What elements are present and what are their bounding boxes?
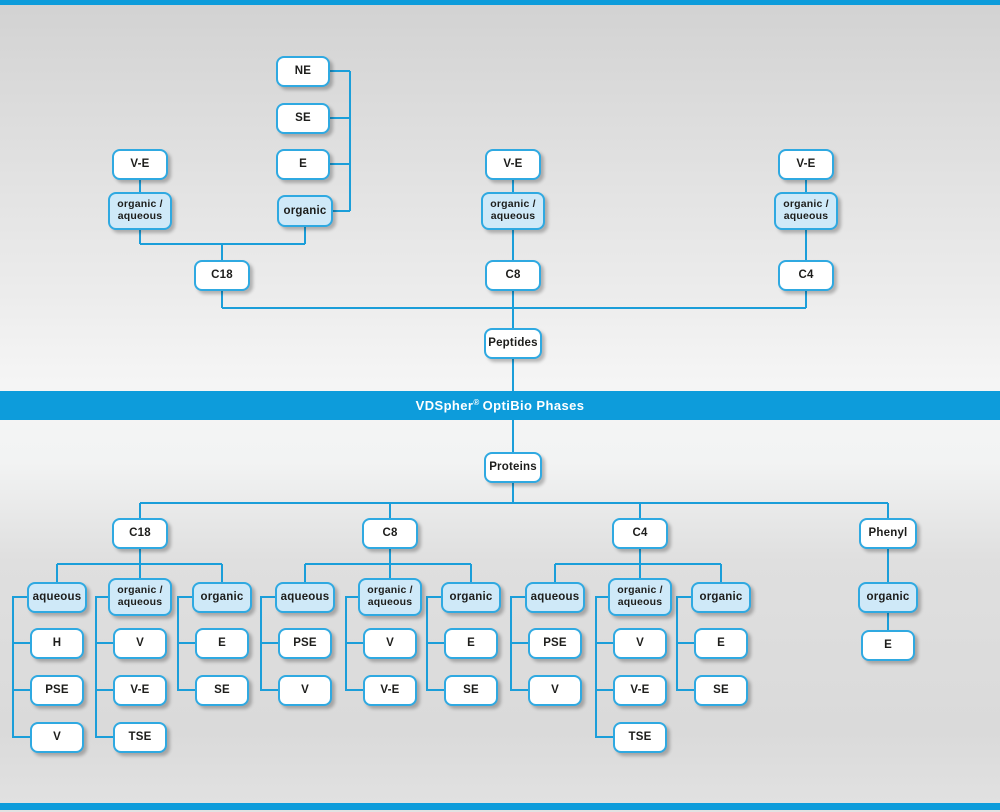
node-se-c4: SE <box>694 674 748 706</box>
node-e-top: E <box>276 148 330 180</box>
node-ve-c4: V-E <box>613 674 667 706</box>
node-v-c18-aq: V <box>30 721 84 753</box>
node-organic-aqueous-right: organic / aqueous <box>774 192 838 230</box>
node-organic-c18: organic <box>192 581 252 613</box>
node-c4-bottom: C4 <box>612 517 668 549</box>
node-ve-right: V-E <box>778 148 834 180</box>
banner-title: VDSpher®OptiBio Phases <box>416 398 585 413</box>
node-organic-aqueous-mid: organic / aqueous <box>481 192 545 230</box>
node-peptides: Peptides <box>484 327 542 359</box>
node-se-c18: SE <box>195 674 249 706</box>
node-v-c8-oa: V <box>363 627 417 659</box>
node-se-c8: SE <box>444 674 498 706</box>
bottom-accent-bar <box>0 803 1000 810</box>
node-ve-mid: V-E <box>485 148 541 180</box>
node-c18-bottom: C18 <box>112 517 168 549</box>
node-h-c18: H <box>30 627 84 659</box>
banner: VDSpher®OptiBio Phases <box>0 391 1000 420</box>
connector-line <box>12 596 30 738</box>
node-se: SE <box>276 102 330 134</box>
connector-line <box>95 596 113 738</box>
node-ve-c8: V-E <box>363 674 417 706</box>
node-c8-top: C8 <box>485 259 541 291</box>
node-pse-c18: PSE <box>30 674 84 706</box>
node-ve-c18: V-E <box>113 674 167 706</box>
registered-trademark-symbol: ® <box>473 397 480 407</box>
node-e-c8: E <box>444 627 498 659</box>
node-tse-c4: TSE <box>613 721 667 753</box>
node-e-c18: E <box>195 627 249 659</box>
banner-brand: VDSpher <box>415 398 474 413</box>
node-organic-c8: organic <box>441 581 501 613</box>
node-v-c4-aq: V <box>528 674 582 706</box>
node-ve-left: V-E <box>112 148 168 180</box>
node-organic-aqueous-c4: organic / aqueous <box>608 578 672 616</box>
node-organic-phenyl: organic <box>858 581 918 613</box>
node-v-c8-aq: V <box>278 674 332 706</box>
node-e-c4: E <box>694 627 748 659</box>
node-organic-aqueous-c8: organic / aqueous <box>358 578 422 616</box>
node-tse-c18: TSE <box>113 721 167 753</box>
node-v-c18-oa: V <box>113 627 167 659</box>
node-proteins: Proteins <box>484 451 542 483</box>
connector-line <box>595 596 613 738</box>
node-c18-top: C18 <box>194 259 250 291</box>
node-ne: NE <box>276 55 330 87</box>
node-c4-top: C4 <box>778 259 834 291</box>
node-organic-aqueous-c18: organic / aqueous <box>108 578 172 616</box>
node-organic-aqueous-left: organic / aqueous <box>108 192 172 230</box>
node-v-c4-oa: V <box>613 627 667 659</box>
node-organic-top: organic <box>277 195 333 227</box>
top-accent-bar <box>0 0 1000 5</box>
node-e-phenyl: E <box>861 629 915 661</box>
node-aqueous-c18: aqueous <box>27 581 87 613</box>
node-phenyl: Phenyl <box>859 517 917 549</box>
node-pse-c4: PSE <box>528 627 582 659</box>
node-pse-c8: PSE <box>278 627 332 659</box>
node-organic-c4: organic <box>691 581 751 613</box>
node-aqueous-c8: aqueous <box>275 581 335 613</box>
node-c8-bottom: C8 <box>362 517 418 549</box>
node-aqueous-c4: aqueous <box>525 581 585 613</box>
banner-rest: OptiBio Phases <box>482 398 585 413</box>
